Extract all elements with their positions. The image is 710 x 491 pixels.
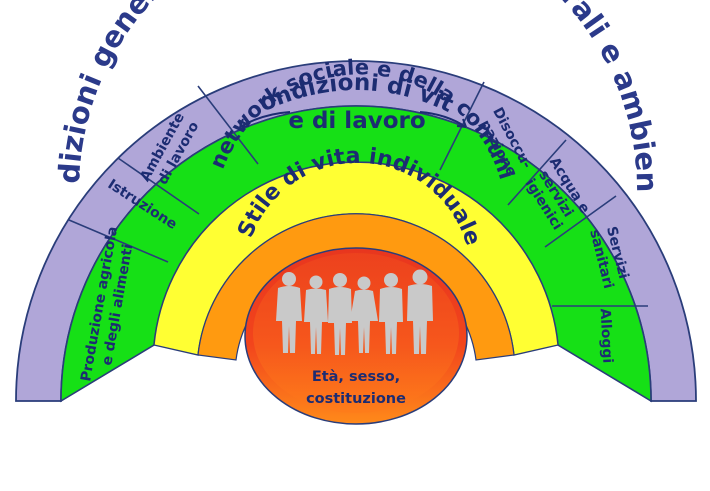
living-conditions-label-line2: e di lavoro — [288, 108, 425, 134]
core-label-line2: costituzione — [306, 391, 406, 407]
core-label-line1: Età, sesso, — [312, 369, 400, 385]
double-arrow-icon — [239, 111, 467, 128]
sector-housing: Alloggi — [597, 308, 616, 364]
sector-dividers — [68, 81, 648, 307]
people-silhouettes-icon — [276, 269, 433, 355]
